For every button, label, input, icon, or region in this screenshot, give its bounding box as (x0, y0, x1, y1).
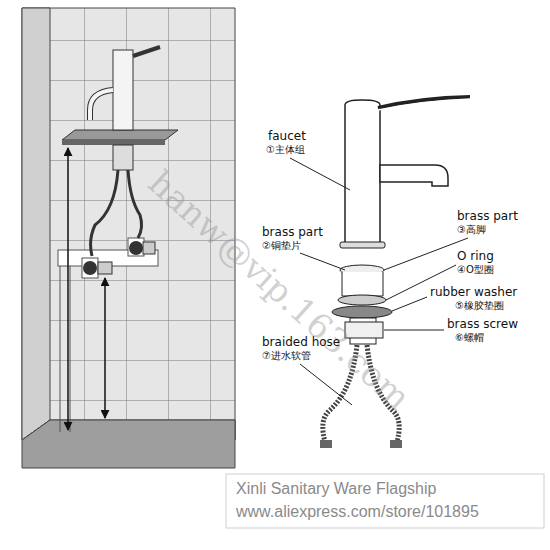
callout-number: ⑤橡胶垫圈 (455, 300, 504, 311)
store-name: Xinli Sanitary Ware Flagship (236, 480, 436, 498)
callout-number: ⑥螺帽 (455, 332, 484, 343)
part-name: rubber washer (430, 286, 517, 299)
callout-number: ①主体组 (266, 144, 305, 155)
part-name: brass part (457, 210, 518, 223)
callout-number: ④O型圈 (457, 264, 494, 275)
callout-number: ⑦进水软管 (262, 350, 311, 361)
part-name: brass part (262, 226, 323, 239)
callout-number: ③高脚 (457, 224, 486, 235)
store-url: www.aliexpress.com/store/101895 (236, 503, 479, 521)
callout-number: ②铜垫片 (262, 240, 301, 251)
part-name: braided hose (262, 336, 340, 349)
part-name: O ring (457, 250, 494, 263)
part-name: faucet (268, 130, 306, 143)
part-name: brass screw (447, 318, 518, 331)
